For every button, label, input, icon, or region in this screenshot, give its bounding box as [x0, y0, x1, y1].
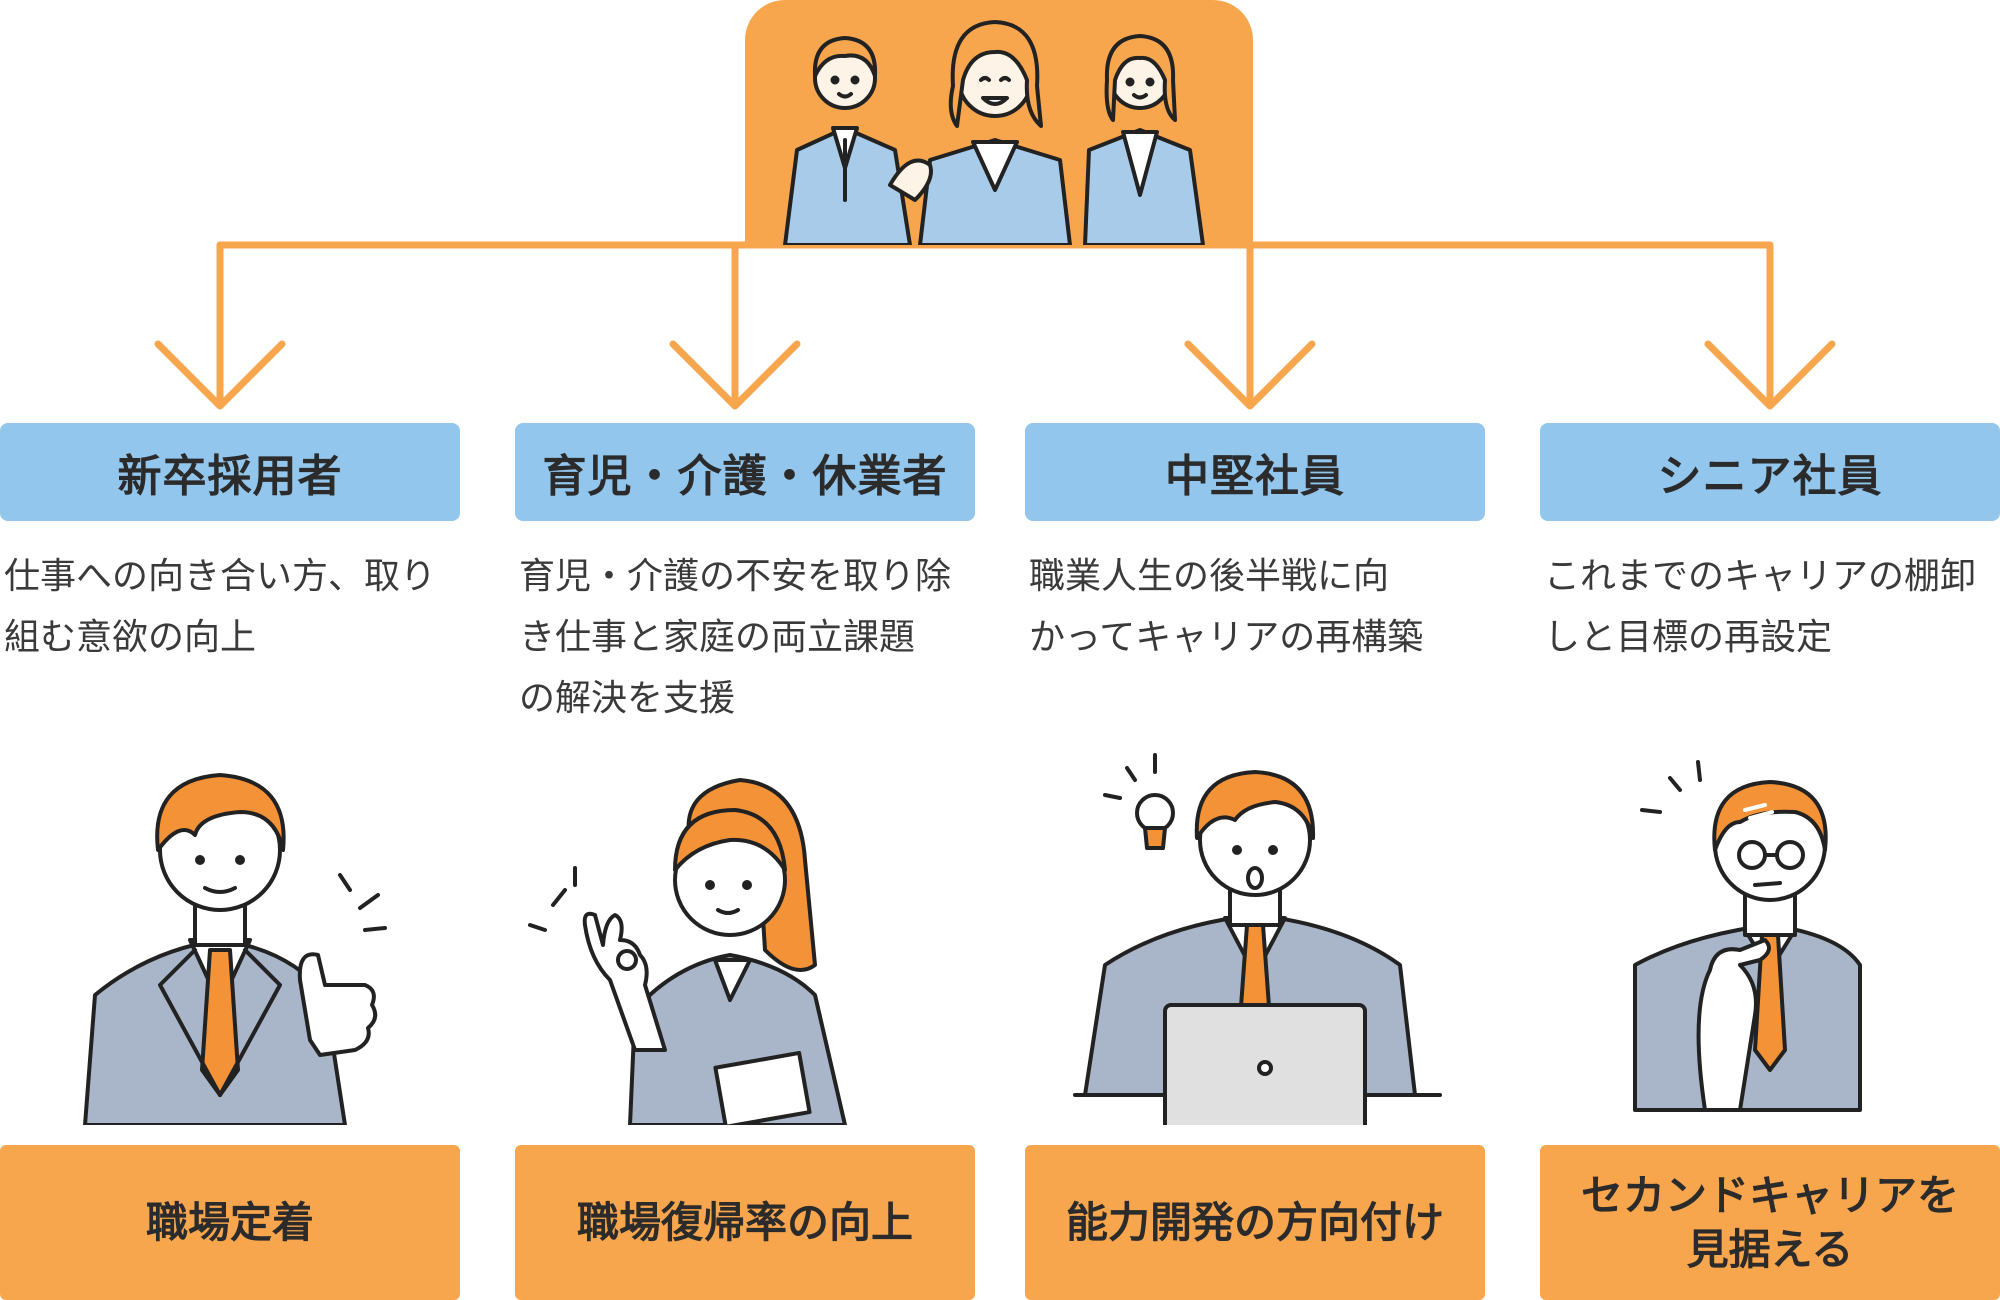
outcome-label: セカンドキャリアを 見据える	[1540, 1145, 2000, 1300]
category-description: 仕事への向き合い方、取り 組む意欲の向上	[4, 556, 437, 658]
arrow-down-icon	[154, 340, 286, 410]
person-illustration	[1025, 750, 1485, 1142]
person-illustration	[0, 750, 460, 1127]
category-label-new-graduates: 新卒採用者	[0, 423, 460, 521]
category-label-childcare-leave: 育児・介護・休業者	[515, 423, 975, 521]
person-illustration	[515, 750, 975, 1129]
outcome-label: 職場定着	[0, 1145, 460, 1300]
arrow-down-icon	[669, 340, 801, 410]
category-label-senior: シニア社員	[1540, 423, 2000, 521]
arrow-down-icon	[1184, 340, 1316, 410]
three-business-people-icon	[745, 0, 1253, 245]
category-description: 職業人生の後半戦に向 かってキャリアの再構築	[1029, 556, 1424, 658]
arrow-down-icon	[1704, 340, 1836, 410]
outcome-label: 能力開発の方向付け	[1025, 1145, 1485, 1300]
outcome-label: 職場復帰率の向上	[515, 1145, 975, 1300]
category-label-mid-career: 中堅社員	[1025, 423, 1485, 521]
category-description: 育児・介護の不安を取り除 き仕事と家庭の両立課題 の解決を支援	[519, 556, 952, 719]
ok-sign-businesswoman-icon	[528, 778, 847, 1129]
top-group-illustration	[745, 0, 1253, 245]
category-description: これまでのキャリアの棚卸 しと目標の再設定	[1544, 556, 1977, 658]
person-illustration	[1540, 750, 2000, 1125]
laptop-lightbulb-businessman-icon	[1073, 753, 1442, 1142]
thinking-senior-businessman-icon	[1633, 760, 1862, 1112]
thumbs-up-businessman-icon	[83, 773, 387, 1127]
